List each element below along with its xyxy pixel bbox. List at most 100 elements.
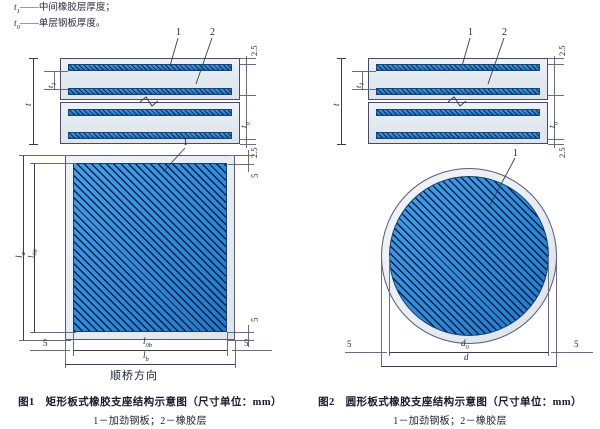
fig2-section-leader-2: 2 [502, 27, 507, 38]
fig2-caption-main: 图2 圆形板式橡胶支座结构示意图（尺寸单位：mm） [318, 397, 582, 408]
fig2-section-leader-1: 1 [468, 27, 473, 38]
fig2-plan-r5-line [551, 352, 593, 353]
fig1-section-leader-1: 1 [176, 27, 181, 38]
fig2-dim-ext-e [548, 144, 564, 145]
legend-line-t1: t1——中间橡胶层厚度； [14, 2, 115, 18]
fig1-plan-dim-lb: lb [143, 350, 149, 363]
legend-var-t1: t [14, 3, 17, 13]
fig1-section-leader-2: 2 [210, 27, 215, 38]
fig1-plan-vext-r-in [227, 332, 228, 356]
fig1-dim-t-cap-bot [29, 144, 38, 145]
fig1-plan-edge-right-5: 5 [244, 338, 249, 348]
fig1-plan-dim-lb-var: l [143, 350, 146, 360]
fig2-caption: 图2 圆形板式橡胶支座结构示意图（尺寸单位：mm） 1－加劲钢板；2－橡胶层 [300, 394, 600, 427]
fig2-plan-l5-line [345, 352, 387, 353]
fig1-plan-r5-ext-t1 [228, 155, 254, 156]
fig2-plan-dim-d0-sub: 0 [465, 343, 469, 351]
legend-line-t0: t0——单层钢板厚度。 [14, 18, 115, 34]
fig1-plan-br5-line [232, 350, 272, 351]
fig1-dim-t1-axis [54, 71, 55, 89]
fig2-plan-edge-right-5: 5 [574, 339, 579, 349]
legend-desc-t1: ——中间橡胶层厚度； [19, 3, 115, 13]
fig2-section-plate-4 [376, 132, 540, 139]
fig2-plan-steel-plate [389, 176, 549, 336]
legend-sub-t1: 1 [16, 7, 20, 15]
fig1-caption-main: 图1 矩形板式橡胶支座结构示意图（尺寸单位：mm） [18, 397, 282, 408]
fig1-dim-ext-a [240, 58, 256, 59]
legend-sub-t0: 0 [16, 24, 20, 32]
fig1-section-plate-3 [68, 109, 232, 116]
fig2-dim-t-axis [341, 58, 342, 144]
fig2-plan-dim-d0: d0 [461, 338, 469, 351]
fig2-dim-ext-c [548, 95, 564, 96]
fig2-plan-edge-left-5: 5 [347, 339, 352, 349]
fig2-dim-t-cap-bot [337, 144, 346, 145]
fig2-dim-right-axis [554, 56, 555, 148]
fig2-dim-t1-ext-top [352, 71, 376, 72]
fig1-plan-ext-top [19, 155, 71, 156]
fig1-plan-r5-ext-b1 [228, 332, 254, 333]
fig2-dim-t1-axis [362, 71, 363, 89]
fig1-dim-ext-b [240, 64, 256, 65]
fig2-dim-t-cap-top [337, 58, 346, 59]
fig1-plan-dim-l0b: l0b [143, 336, 152, 349]
fig1-plan-dim-lb-line [65, 364, 235, 365]
fig1-dim-t-cap-top [29, 58, 38, 59]
fig2-caption-sub: 1－加劲钢板；2－橡胶层 [393, 416, 507, 427]
fig2-plan-vext-l-out [381, 256, 382, 366]
fig1-plan-r5-ext-b2 [228, 340, 254, 341]
fig1-caption-sub: 1－加劲钢板；2－橡胶层 [93, 416, 207, 427]
fig1-dim-ext-c [240, 95, 256, 96]
fig1-dim-t-axis [33, 58, 34, 144]
fig1-plan-vext-l-in [73, 332, 74, 356]
fig1-plan-r5-ext-t2 [228, 164, 254, 165]
fig1-plan-bl5-line [30, 350, 70, 351]
fig1-section-plate-2 [68, 88, 232, 95]
fig2-plan-dim-d-line [381, 366, 557, 367]
fig2-plan-leader-1: 1 [513, 148, 518, 159]
fig1-plan-dim-l0b-line [73, 350, 227, 351]
legend-var-t0: t [14, 19, 17, 30]
fig2-dim-ext-b [548, 64, 564, 65]
fig2-dim-t1-ext-bot [352, 89, 376, 90]
fig1-dim-right-axis [246, 56, 247, 148]
fig1-section-plate-1 [68, 64, 232, 71]
fig1-plan-direction-label: 顺桥方向 [110, 370, 158, 382]
fig1-plan-dim-lb-sub: b [145, 355, 149, 363]
fig1-plan-ext-bot [19, 340, 71, 341]
fig1-plan-vext-l-out [65, 340, 66, 368]
fig1-plan-r5-axis-top [248, 150, 249, 172]
fig1-plan-la-axis [23, 155, 24, 340]
fig2-plan-dim-d0-var: d [461, 338, 466, 348]
symbol-legend: t1——中间橡胶层厚度； t0——单层钢板厚度。 [14, 2, 115, 35]
fig1-plan-dim-l0b-sub: 0b [145, 341, 153, 349]
fig1-plan-ext-inner-bot [30, 332, 76, 333]
fig2-dim-ext-a [548, 58, 564, 59]
fig1-plan-dim-l0b-var: l [143, 336, 146, 346]
fig2-plan-vext-r-in [548, 256, 549, 356]
fig2-plan-dim-d0-line [389, 352, 549, 353]
fig1-plan-leader-1: 1 [183, 137, 188, 148]
fig1-plan-steel-plate [73, 163, 227, 332]
fig1-plan-vext-r-out [235, 340, 236, 368]
fig2-plan-vext-l-in [389, 256, 390, 356]
fig1-plan-l0a-axis [34, 163, 35, 332]
legend-desc-t0: ——单层钢板厚度。 [19, 19, 106, 30]
fig1-dim-ext-d [240, 139, 256, 140]
fig1-caption: 图1 矩形板式橡胶支座结构示意图（尺寸单位：mm） 1－加劲钢板；2－橡胶层 [0, 394, 300, 427]
fig1-dim-ext-e [240, 144, 256, 145]
fig2-plan-vext-r-out [556, 256, 557, 366]
fig1-dim-t1-ext-top [44, 71, 68, 72]
fig1-section-plate-4 [68, 132, 232, 139]
fig2-plan-dim-d: d [464, 352, 469, 362]
fig1-dim-t1-ext-bot [44, 89, 68, 90]
fig1-plan-ext-inner-top [30, 163, 76, 164]
fig1-plan-edge-left-5: 5 [43, 338, 48, 348]
fig2-dim-ext-d [548, 139, 564, 140]
fig2-section-plate-2 [376, 88, 540, 95]
